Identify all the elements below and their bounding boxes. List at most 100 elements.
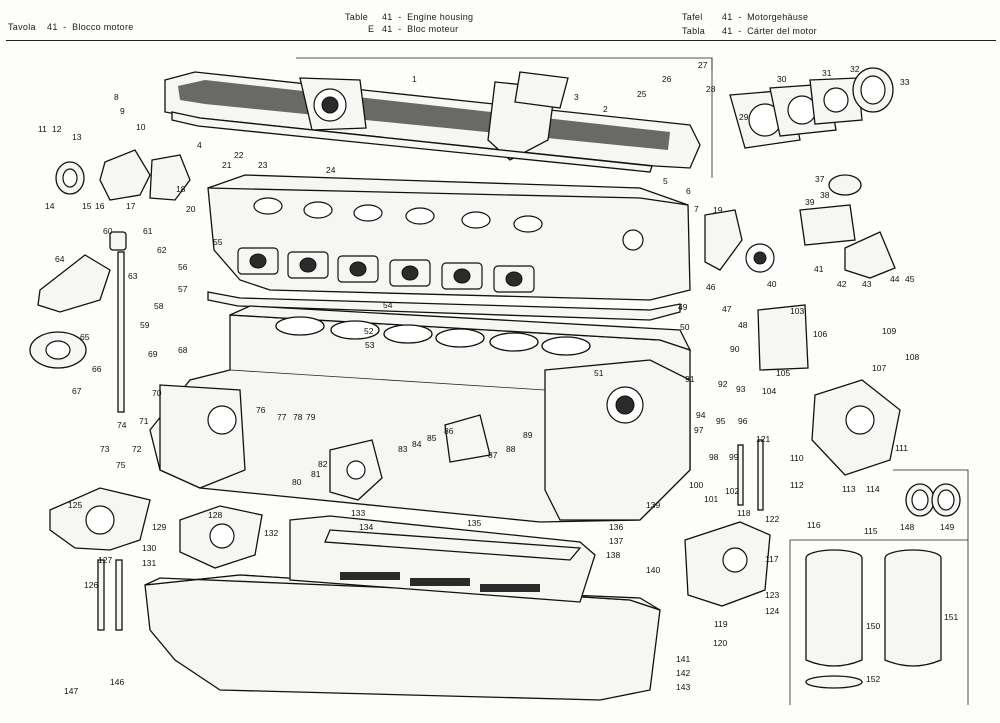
header-de-label: Tafel <box>682 12 703 22</box>
part-number-10: 10 <box>136 122 146 132</box>
part-number-135: 135 <box>467 518 481 528</box>
part-number-28: 28 <box>706 84 716 94</box>
part-number-118: 118 <box>737 508 751 518</box>
part-number-58: 58 <box>154 301 164 311</box>
part-number-105: 105 <box>776 368 790 378</box>
part-number-115: 115 <box>864 526 878 536</box>
part-number-5: 5 <box>663 176 668 186</box>
part-number-47: 47 <box>722 304 732 314</box>
part-number-74: 74 <box>117 420 127 430</box>
part-number-2: 2 <box>603 104 608 114</box>
part-number-18: 18 <box>176 184 186 194</box>
part-number-127: 127 <box>98 555 112 565</box>
part-number-21: 21 <box>222 160 232 170</box>
part-number-26: 26 <box>662 74 672 84</box>
part-number-27: 27 <box>698 60 708 70</box>
part-number-92: 92 <box>718 379 728 389</box>
part-number-89: 89 <box>523 430 533 440</box>
part-number-108: 108 <box>905 352 919 362</box>
part-number-78: 78 <box>293 412 303 422</box>
header-de-text: 41 - Motorgehäuse <box>722 12 809 22</box>
bearing-caps <box>49 487 771 607</box>
part-number-69: 69 <box>148 349 158 359</box>
part-number-94: 94 <box>696 410 706 420</box>
part-number-65: 65 <box>80 332 90 342</box>
header-en-text: 41 - Engine housing <box>382 12 474 22</box>
part-number-73: 73 <box>100 444 110 454</box>
part-number-3: 3 <box>574 92 579 102</box>
cylinder-head <box>207 174 691 321</box>
part-number-9: 9 <box>120 106 125 116</box>
part-number-13: 13 <box>72 132 82 142</box>
part-number-150: 150 <box>866 621 880 631</box>
part-number-84: 84 <box>412 439 422 449</box>
part-number-151: 151 <box>944 612 958 622</box>
part-number-128: 128 <box>208 510 222 520</box>
frame-lines <box>296 57 969 705</box>
header-es-text: 41 - Cárter del motor <box>722 26 817 36</box>
part-number-120: 120 <box>713 638 727 648</box>
part-number-102: 102 <box>725 486 739 496</box>
part-number-16: 16 <box>95 201 105 211</box>
part-number-99: 99 <box>729 452 739 462</box>
part-number-142: 142 <box>676 668 690 678</box>
part-number-51: 51 <box>594 368 604 378</box>
part-number-95: 95 <box>716 416 726 426</box>
part-number-126: 126 <box>84 580 98 590</box>
part-number-77: 77 <box>277 412 287 422</box>
part-number-111: 111 <box>895 443 908 453</box>
part-number-64: 64 <box>55 254 65 264</box>
part-number-114: 114 <box>866 484 880 494</box>
part-number-96: 96 <box>738 416 748 426</box>
part-number-140: 140 <box>646 565 660 575</box>
part-number-4: 4 <box>197 140 202 150</box>
header-fr-text: 41 - Bloc moteur <box>382 24 459 34</box>
part-number-20: 20 <box>186 204 196 214</box>
part-number-149: 149 <box>940 522 954 532</box>
part-number-123: 123 <box>765 590 779 600</box>
part-number-80: 80 <box>292 477 302 487</box>
part-number-37: 37 <box>815 174 825 184</box>
part-number-67: 67 <box>72 386 82 396</box>
cam-cover <box>164 71 701 173</box>
small-components <box>29 67 961 631</box>
part-number-112: 112 <box>790 480 804 490</box>
part-number-147: 147 <box>64 686 78 696</box>
part-number-86: 86 <box>444 426 454 436</box>
part-number-104: 104 <box>762 386 776 396</box>
part-number-134: 134 <box>359 522 373 532</box>
part-number-146: 146 <box>110 677 124 687</box>
part-number-19: 19 <box>713 205 723 215</box>
engine-block <box>149 305 692 523</box>
part-number-90: 90 <box>730 344 740 354</box>
part-number-8: 8 <box>114 92 119 102</box>
part-number-152: 152 <box>866 674 880 684</box>
part-number-148: 148 <box>900 522 914 532</box>
exploded-engine-drawing: 1234567891011121314151617181920212223242… <box>29 57 969 705</box>
part-number-43: 43 <box>862 279 872 289</box>
part-number-40: 40 <box>767 279 777 289</box>
part-number-109: 109 <box>882 326 896 336</box>
part-number-53: 53 <box>365 340 375 350</box>
part-number-106: 106 <box>813 329 827 339</box>
part-number-39: 39 <box>805 197 815 207</box>
part-number-25: 25 <box>637 89 647 99</box>
part-number-22: 22 <box>234 150 244 160</box>
part-number-61: 61 <box>143 226 153 236</box>
part-number-132: 132 <box>264 528 278 538</box>
part-number-23: 23 <box>258 160 268 170</box>
part-number-85: 85 <box>427 433 437 443</box>
part-number-63: 63 <box>128 271 138 281</box>
part-number-101: 101 <box>704 494 718 504</box>
part-number-75: 75 <box>116 460 126 470</box>
part-number-24: 24 <box>326 165 336 175</box>
part-number-91: 91 <box>685 374 695 384</box>
part-number-113: 113 <box>842 484 856 494</box>
part-number-71: 71 <box>139 416 149 426</box>
part-number-56: 56 <box>178 262 188 272</box>
part-number-33: 33 <box>900 77 910 87</box>
header-it: Tavola 41 - Blocco motore <box>8 22 134 32</box>
part-number-38: 38 <box>820 190 830 200</box>
part-number-29: 29 <box>739 112 749 122</box>
